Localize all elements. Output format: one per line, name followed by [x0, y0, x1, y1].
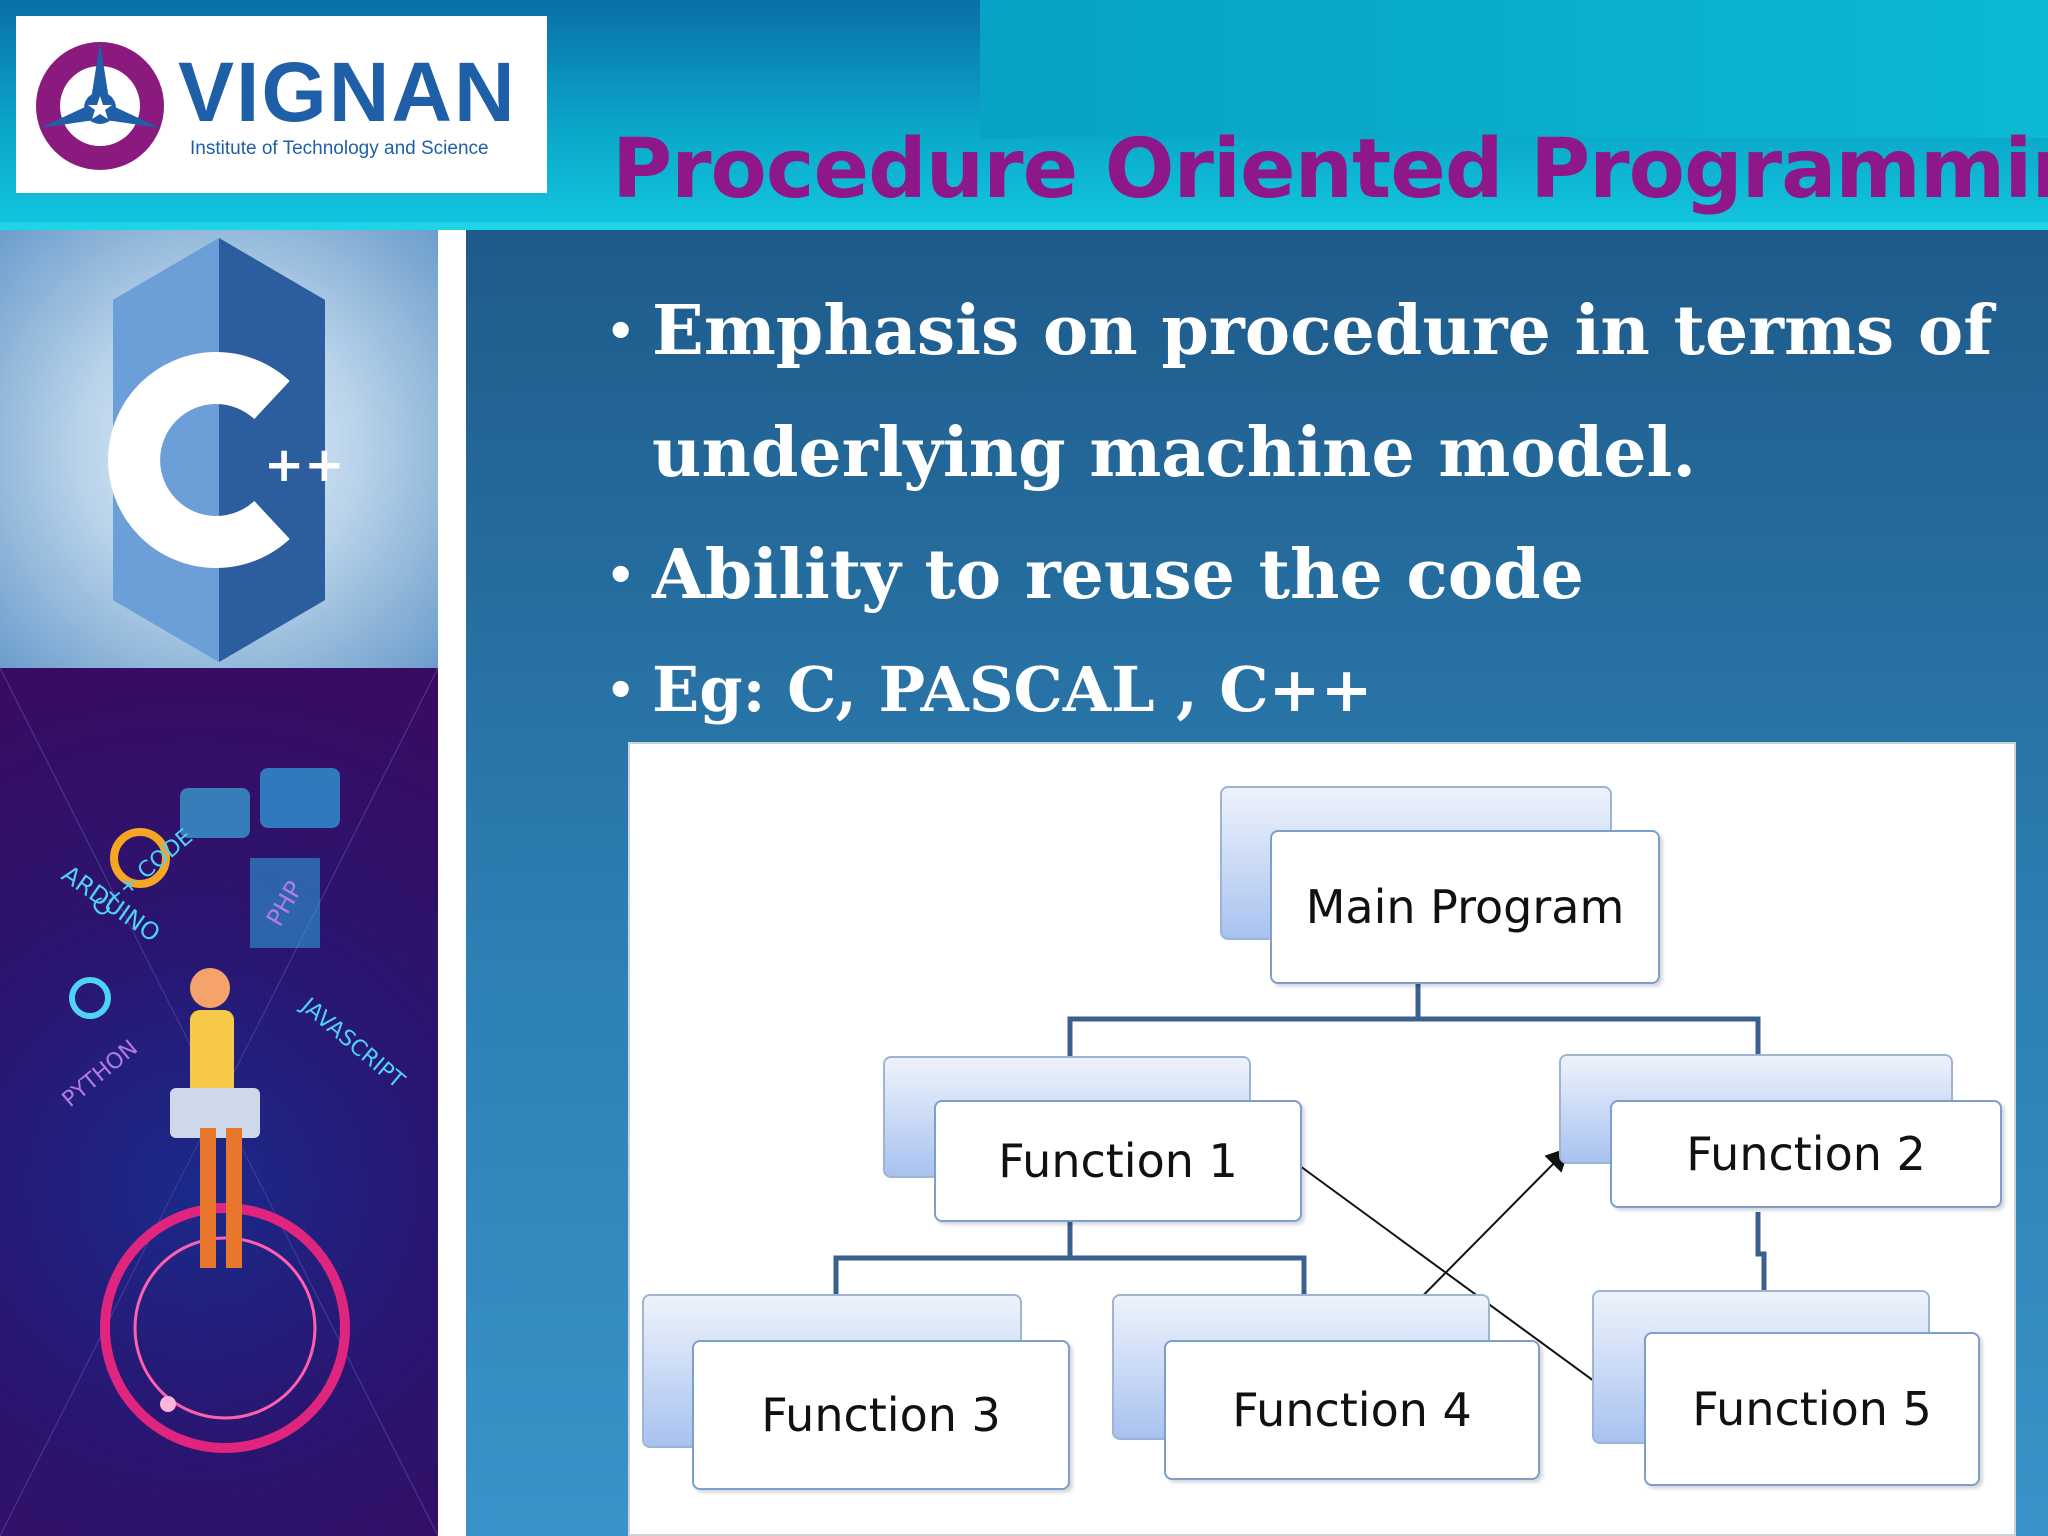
svg-text:JAVASCRIPT: JAVASCRIPT [295, 992, 410, 1094]
logo-name: VIGNAN [178, 45, 517, 139]
function-1-label: Function 1 [998, 1134, 1238, 1188]
cpp-logo-icon: ++ [108, 238, 344, 662]
panel-divider [438, 230, 466, 1536]
bullet-item: • Eg: C, PASCAL , C++ [598, 636, 2018, 744]
function-1-box: Function 1 [934, 1100, 1302, 1222]
bullet-text: Emphasis on procedure in terms of underl… [652, 291, 1993, 493]
bullet-item: • Emphasis on procedure in terms of unde… [598, 270, 2018, 514]
function-2-label: Function 2 [1686, 1127, 1926, 1181]
function-4-box: Function 4 [1164, 1340, 1540, 1480]
bullet-text: Eg: C, PASCAL , C++ [652, 653, 1373, 726]
bullet-dot-icon: • [606, 548, 636, 602]
function-5-label: Function 5 [1692, 1382, 1932, 1436]
bullet-item: • Ability to reuse the code [598, 514, 2018, 636]
svg-text:++: ++ [264, 437, 344, 493]
program-structure-diagram: Main Program Function 1 Function 2 Funct… [628, 742, 2016, 1536]
header-divider [0, 222, 2048, 230]
vignan-emblem-icon [36, 42, 164, 170]
function-4-label: Function 4 [1232, 1383, 1472, 1437]
svg-text:PYTHON: PYTHON [58, 1036, 143, 1113]
cpp-logo-panel: ++ [0, 230, 438, 668]
bullet-dot-icon: • [606, 304, 636, 358]
function-5-box: Function 5 [1644, 1332, 1980, 1486]
bullet-list: • Emphasis on procedure in terms of unde… [598, 270, 2018, 744]
programming-illustration: ARDUINO C++ CODE PYTHON PHP JAVASCRIPT [0, 668, 438, 1536]
main-program-label: Main Program [1305, 880, 1625, 934]
header-band [980, 0, 2048, 138]
main-program-box: Main Program [1270, 830, 1660, 984]
function-3-label: Function 3 [761, 1388, 1001, 1442]
bullet-text: Ability to reuse the code [652, 535, 1584, 615]
slide-title: Procedure Oriented Programming [612, 122, 2048, 217]
diagram-connectors [833, 979, 1767, 1417]
coder-illustration-icon: ARDUINO C++ CODE PYTHON PHP JAVASCRIPT [0, 668, 438, 1536]
function-2-box: Function 2 [1610, 1100, 2002, 1208]
logo-subtitle: Institute of Technology and Science [190, 138, 489, 159]
vignan-logo: VIGNAN Institute of Technology and Scien… [16, 16, 547, 193]
function-3-box: Function 3 [692, 1340, 1070, 1490]
bullet-dot-icon: • [606, 663, 636, 717]
svg-text:C++ CODE: C++ CODE [88, 825, 198, 923]
